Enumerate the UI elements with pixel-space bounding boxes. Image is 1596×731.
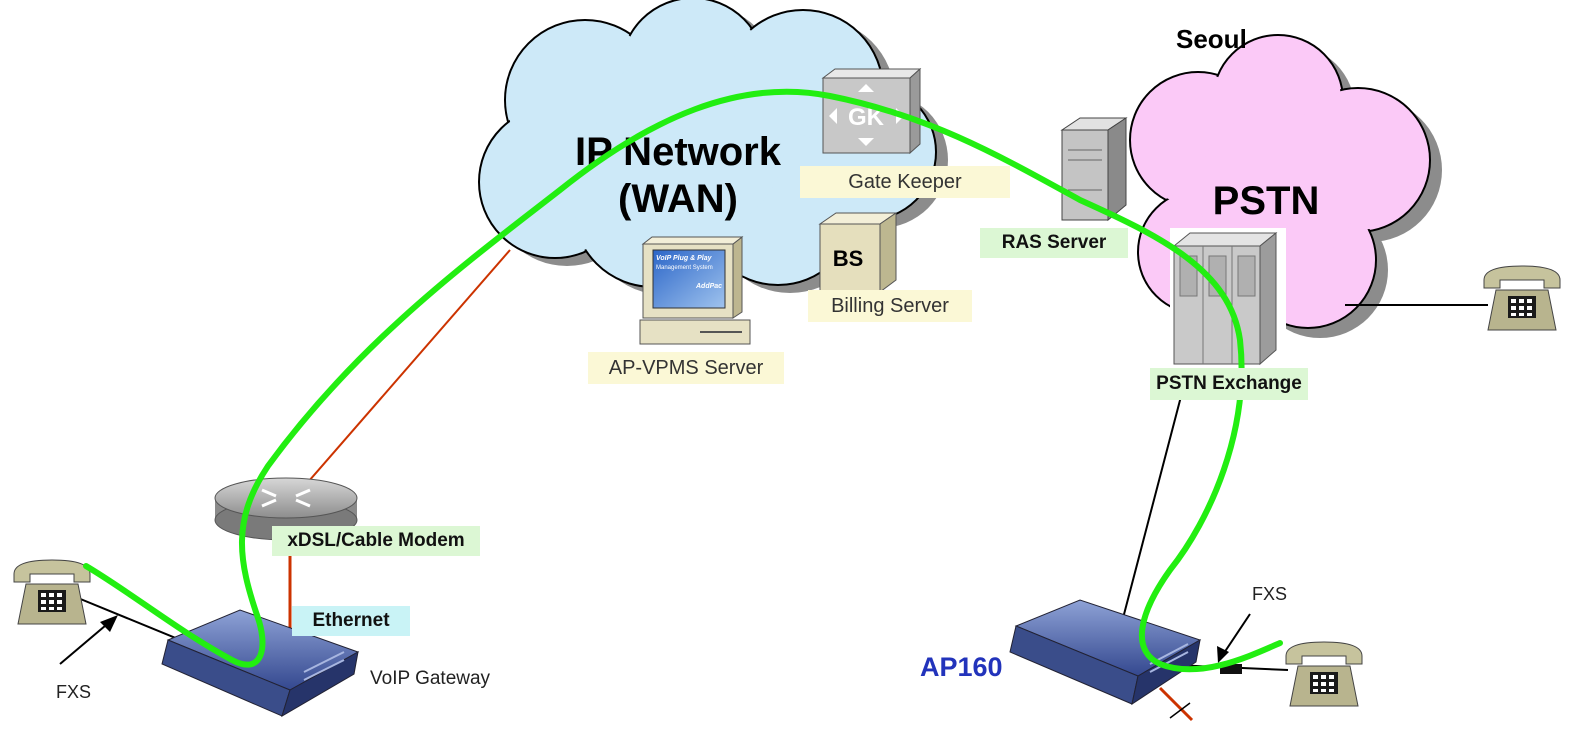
gatekeeper-icon	[821, 67, 922, 155]
city-label: Seoul	[1176, 24, 1247, 54]
fxs-right-arrow	[1217, 613, 1251, 663]
ethernet-label: Ethernet	[292, 606, 410, 636]
vpms-screen-brand: AddPac	[695, 283, 722, 290]
telephone-remote-icon	[1285, 641, 1363, 707]
ap160-label: AP160	[920, 652, 1003, 682]
call-path	[83, 88, 1283, 673]
ip-network-title-line1: IP Network	[575, 130, 782, 174]
vpms-server-label: AP-VPMS Server	[588, 352, 784, 384]
pstn-cloud-title: PSTN	[1213, 179, 1320, 223]
voip-gateway-label: VoIP Gateway	[370, 668, 491, 689]
vpms-screen-line2: Management System	[656, 265, 713, 271]
billing-icon-text: BS	[833, 246, 864, 271]
pstn-exchange-label: PSTN Exchange	[1150, 368, 1308, 400]
telephone-left-icon	[13, 559, 91, 625]
fxs-left-arrow	[59, 615, 118, 665]
ap160-port-block	[1220, 664, 1242, 674]
fxs-left-label: FXS	[56, 682, 92, 702]
exchange-ap160-line	[1121, 361, 1191, 623]
ap160-red-line	[1158, 686, 1194, 722]
ras-server-label: RAS Server	[980, 228, 1128, 258]
gatekeeper-label: Gate Keeper	[800, 166, 1010, 198]
telephone-pstn-icon	[1483, 265, 1561, 331]
pstn-cloud	[1129, 34, 1442, 338]
fxs-right-label: FXS	[1252, 584, 1288, 604]
ap160-device-icon	[1009, 599, 1202, 706]
wan-link-line	[274, 249, 511, 521]
billing-server-icon	[818, 212, 898, 293]
vpms-computer-icon: VoIP Plug & Play Management System AddPa…	[639, 235, 751, 345]
ip-network-title-line2: (WAN)	[618, 177, 738, 221]
billing-server-label: Billing Server	[808, 290, 972, 322]
ras-server-icon	[1060, 117, 1128, 222]
modem-label: xDSL/Cable Modem	[272, 526, 480, 556]
vpms-screen-line1: VoIP Plug & Play	[656, 255, 713, 262]
ap160-x-mark	[1169, 702, 1191, 719]
